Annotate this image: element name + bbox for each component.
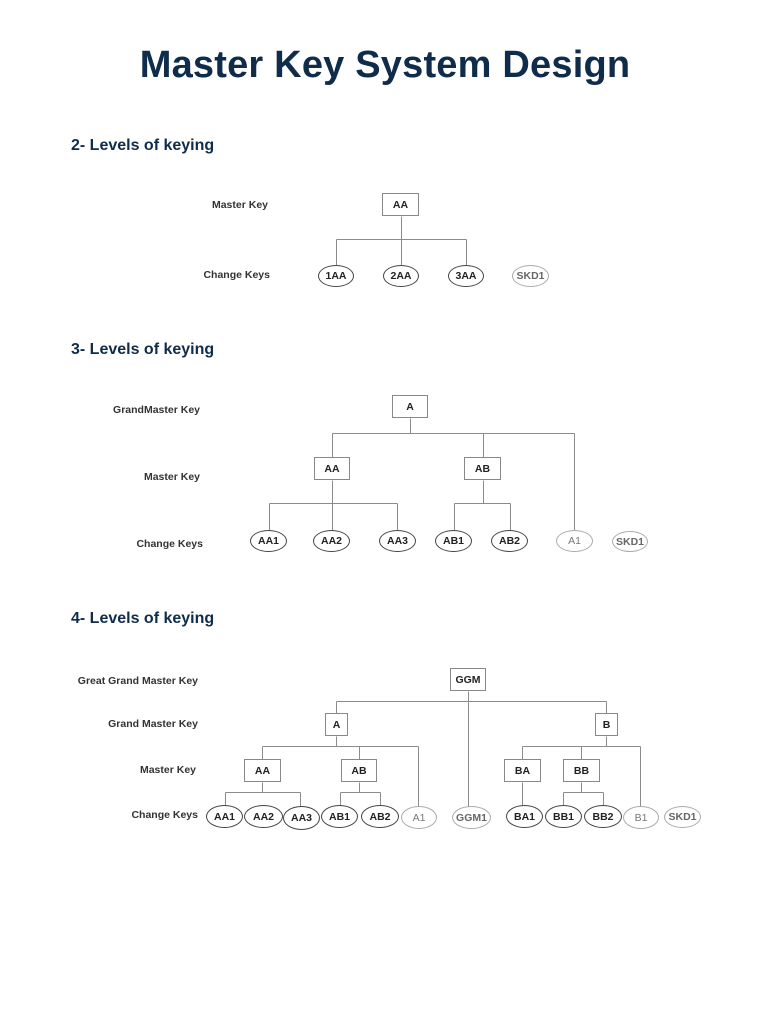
- key-box-ggm: GGM: [450, 668, 486, 691]
- change-key-oval-ab2: AB2: [491, 530, 528, 552]
- section-heading: 3- Levels of keying: [71, 341, 215, 358]
- key-label: BB2: [592, 810, 614, 823]
- change-key-oval-skd1: SKD1: [612, 531, 648, 552]
- section-heading: 4- Levels of keying: [71, 610, 215, 627]
- change-key-oval-ab2: AB2: [361, 805, 399, 828]
- change-key-oval-bb2: BB2: [584, 805, 622, 828]
- key-label: AA3: [290, 812, 312, 824]
- key-box-aa: AA: [314, 457, 350, 480]
- key-label: SKD1: [516, 270, 545, 282]
- key-label: BA1: [513, 810, 535, 823]
- change-key-oval-aa2: AA2: [244, 805, 283, 828]
- key-label: AB2: [369, 810, 391, 823]
- key-label: AB2: [498, 535, 520, 547]
- key-box-a: A: [392, 395, 428, 418]
- change-key-oval-skd1: SKD1: [664, 806, 701, 828]
- change-key-oval-ab1: AB1: [321, 805, 358, 828]
- change-key-oval-ab1: AB1: [435, 530, 472, 552]
- level-label: Master Key: [143, 471, 200, 483]
- key-label: B: [602, 718, 611, 731]
- key-label: AA1: [213, 810, 235, 823]
- key-label: AA: [324, 462, 340, 475]
- level-label: Master Key: [139, 764, 196, 776]
- key-box-aa: AA: [382, 193, 419, 216]
- change-key-oval-b1: B1: [623, 806, 659, 829]
- change-key-oval-aa1: AA1: [250, 530, 287, 552]
- key-box-ab: AB: [464, 457, 501, 480]
- key-label: A: [406, 400, 414, 413]
- key-label: AB: [474, 462, 491, 475]
- key-label: A1: [412, 811, 426, 824]
- key-label: BB1: [552, 810, 574, 823]
- key-label: AB1: [442, 535, 464, 547]
- section-heading: 2- Levels of keying: [71, 137, 215, 154]
- level-label: Master Key: [211, 199, 268, 211]
- key-label: SKD1: [668, 811, 697, 823]
- key-box-a: A: [325, 713, 348, 736]
- key-label: GGM: [455, 673, 481, 686]
- change-key-oval-ggm1: GGM1: [452, 806, 491, 829]
- level-label: Grand Master Key: [108, 718, 198, 730]
- key-box-b: B: [595, 713, 618, 736]
- change-key-oval-aa3: AA3: [283, 806, 320, 830]
- change-key-oval-ba1: BA1: [506, 805, 543, 828]
- level-label: Change Keys: [136, 538, 203, 550]
- key-label: AB: [351, 764, 367, 777]
- key-label: A1: [568, 535, 581, 547]
- level-label: Change Keys: [203, 269, 270, 281]
- key-label: B1: [634, 811, 648, 824]
- page-title: Master Key System Design: [139, 44, 631, 86]
- key-label: AA2: [252, 810, 274, 823]
- key-label: BA: [514, 764, 531, 777]
- key-box-ab: AB: [341, 759, 377, 782]
- key-box-bb: BB: [563, 759, 600, 782]
- key-label: AA: [392, 198, 409, 211]
- change-key-oval-3aa: 3AA: [448, 265, 484, 287]
- change-key-oval-a1: A1: [556, 530, 593, 552]
- key-label: SKD1: [615, 535, 644, 548]
- change-key-oval-2aa: 2AA: [383, 265, 419, 287]
- level-label: Change Keys: [131, 809, 198, 821]
- key-label: A: [332, 718, 341, 731]
- change-key-oval-a1: A1: [401, 806, 437, 829]
- key-label: AA: [254, 764, 271, 777]
- change-key-oval-bb1: BB1: [545, 805, 582, 828]
- key-label: AA1: [257, 535, 279, 547]
- change-key-oval-skd1: SKD1: [512, 265, 549, 287]
- key-label: AA3: [386, 535, 408, 547]
- key-box-aa: AA: [244, 759, 281, 782]
- key-label: AB1: [328, 810, 350, 823]
- change-key-oval-aa1: AA1: [206, 805, 243, 828]
- key-label: AA2: [320, 535, 342, 547]
- key-label: 2AA: [390, 270, 412, 282]
- key-label: BB: [573, 764, 590, 777]
- key-box-ba: BA: [504, 759, 541, 782]
- key-label: GGM1: [456, 811, 487, 824]
- change-key-oval-aa2: AA2: [313, 530, 350, 552]
- key-label: 1AA: [325, 270, 347, 282]
- level-label: Great Grand Master Key: [77, 675, 198, 687]
- change-key-oval-aa3: AA3: [379, 530, 416, 552]
- key-label: 3AA: [455, 270, 477, 282]
- level-label: GrandMaster Key: [113, 404, 200, 416]
- change-key-oval-1aa: 1AA: [318, 265, 354, 287]
